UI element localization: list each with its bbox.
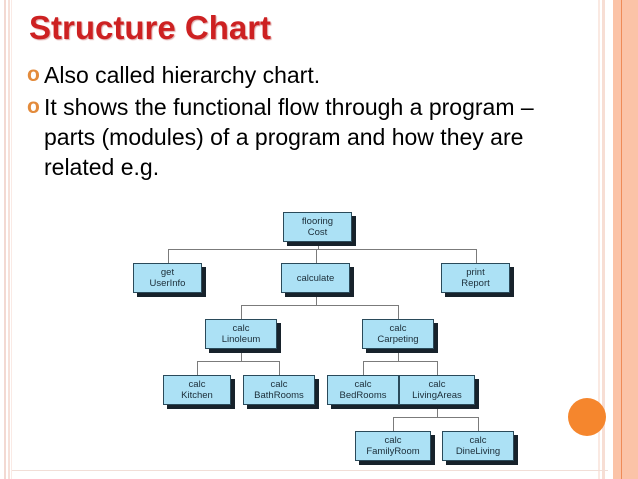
- node-label-line2: Carpeting: [377, 334, 419, 345]
- node-label-line2: BathRooms: [254, 390, 304, 401]
- node-label-line1: calc: [270, 379, 288, 390]
- accent-circle: [568, 398, 606, 436]
- node-label-line2: BedRooms: [339, 390, 387, 401]
- node-label-line2: DineLiving: [455, 446, 501, 457]
- connector-drop: [437, 361, 438, 375]
- right-rule-outer: [598, 0, 600, 479]
- node-label-line1: get: [160, 267, 175, 278]
- connector-drop: [398, 305, 399, 319]
- connector-drop: [363, 361, 364, 375]
- node-label-line1: calc: [188, 379, 206, 390]
- connector-stem: [241, 349, 242, 361]
- node-label-line2: Report: [461, 278, 490, 289]
- node-label-line1: flooring: [301, 216, 334, 227]
- node-label-line2: UserInfo: [149, 278, 186, 289]
- node-label-line1: calculate: [296, 272, 335, 284]
- connector-drop: [316, 249, 317, 263]
- node-label-line2: FamilyRoom: [366, 446, 420, 457]
- connector-bus: [393, 417, 478, 418]
- node-label-line2: LivingAreas: [412, 390, 462, 401]
- connector-stem: [398, 349, 399, 361]
- node-label-line1: calc: [354, 379, 372, 390]
- bullet-text: It shows the functional flow through a p…: [44, 94, 534, 180]
- node-label-line2: Kitchen: [181, 390, 213, 401]
- node-label-line2: Linoleum: [221, 334, 261, 345]
- connector-drop: [279, 361, 280, 375]
- node-label-line1: calc: [469, 435, 487, 446]
- connector-drop: [476, 249, 477, 263]
- node-label-line1: calc: [428, 379, 446, 390]
- connector-stem: [437, 405, 438, 417]
- connector-bus: [197, 361, 279, 362]
- bullet-marker-icon: o: [27, 95, 40, 118]
- connector-drop: [168, 249, 169, 263]
- right-gap: [608, 0, 613, 479]
- node-label-line2: Cost: [307, 227, 328, 238]
- right-accent-line: [621, 0, 622, 479]
- left-rule-3: [11, 0, 12, 479]
- connector-bus: [363, 361, 437, 362]
- connector-bus: [241, 305, 398, 306]
- node-label-line1: print: [466, 267, 485, 278]
- list-item: o Also called hierarchy chart.: [27, 60, 572, 90]
- node-label-line1: calc: [384, 435, 402, 446]
- bullet-list: o Also called hierarchy chart. o It show…: [27, 60, 572, 184]
- connector-drop: [197, 361, 198, 375]
- left-rule-1: [4, 0, 6, 479]
- connector-drop: [393, 417, 394, 431]
- page-title: Structure Chart: [29, 9, 272, 46]
- bottom-rule: [12, 470, 608, 471]
- connector-stem: [316, 293, 317, 305]
- left-rule-2: [8, 0, 10, 479]
- connector-drop: [478, 417, 479, 431]
- connector-drop: [241, 305, 242, 319]
- right-accent-band: [613, 0, 638, 479]
- node-label-line1: calc: [232, 323, 250, 334]
- list-item: o It shows the functional flow through a…: [27, 92, 572, 182]
- right-rule-inner: [602, 0, 605, 479]
- bullet-marker-icon: o: [27, 63, 40, 86]
- bullet-text: Also called hierarchy chart.: [44, 62, 321, 88]
- diagram-node-calculate: calculate: [281, 263, 350, 293]
- node-label-line1: calc: [389, 323, 407, 334]
- connector-stem: [318, 242, 319, 249]
- connector-bus: [168, 249, 476, 250]
